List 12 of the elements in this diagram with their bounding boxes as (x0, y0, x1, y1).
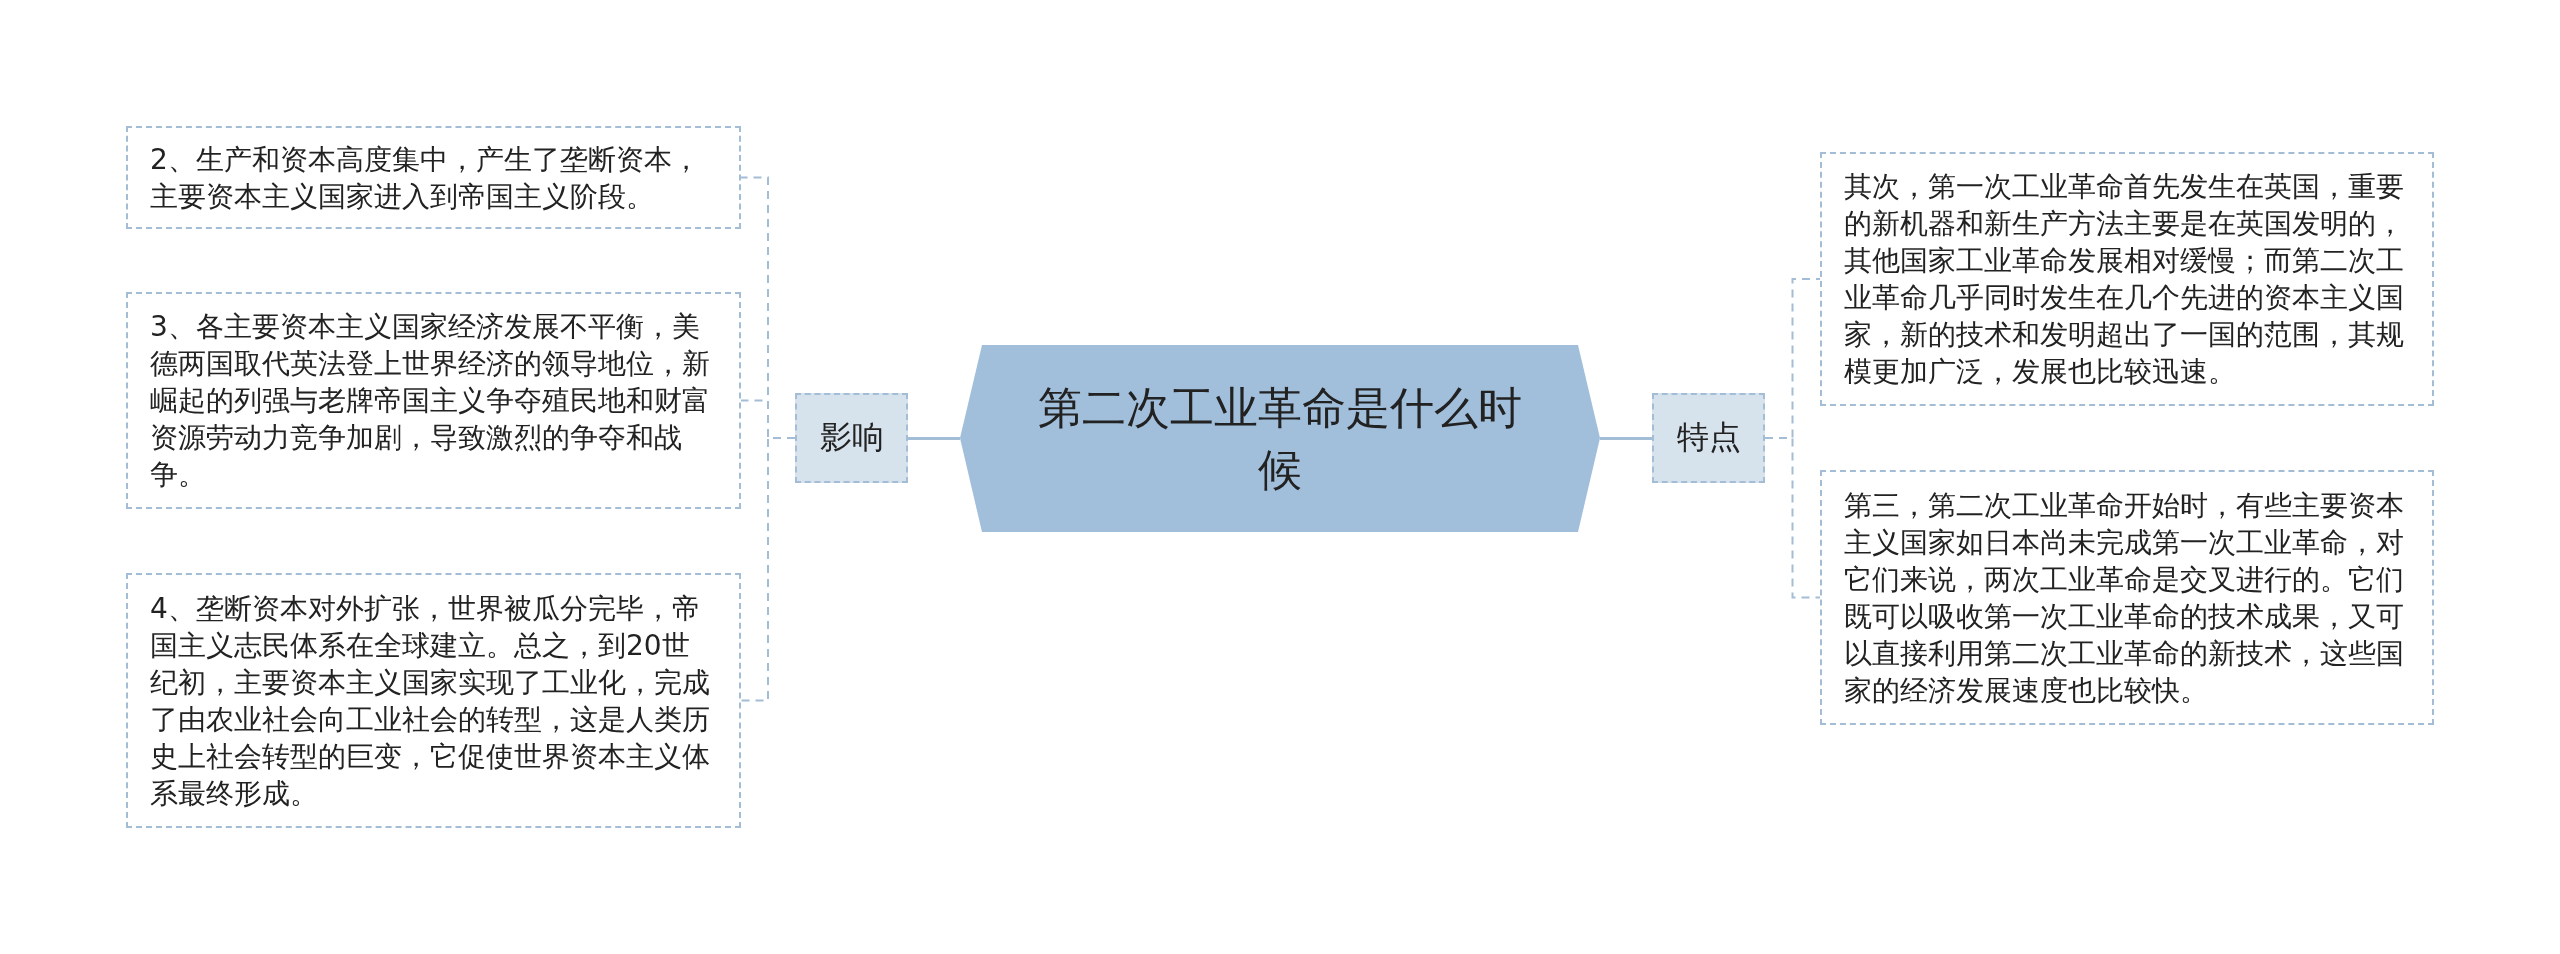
text-box: 4、垄断资本对外扩张，世界被瓜分完毕，帝国主义志民体系在全球建立。总之，到20世纪初，主要资本主义国家实现了工业化，完成了由农业社会向工业社会的转型，这是人类历史上社会转型的巨变，它促使世界资本主义体系最终形成。 (126, 573, 741, 828)
connector-line (908, 437, 960, 440)
text-box: 第三，第二次工业革命开始时，有些主要资本主义国家如日本尚未完成第一次工业革命，对它们来说，两次工业革命是交叉进行的。它们既可以吸收第一次工业革命的技术成果，又可以直接利用第二次工业革命的新技术，这些国家的经济发展速度也比较快。 (1820, 470, 2434, 725)
connector-line (1764, 437, 1821, 599)
text-box: 其次，第一次工业革命首先发生在英国，重要的新机器和新生产方法主要是在英国发明的，其他国家工业革命发展相对缓慢；而第二次工业革命几乎同时发生在几个先进的资本主义国家，新的技术和发明超出了一国的范围，其规模更加广泛，发展也比较迅速。 (1820, 152, 2434, 406)
connector-line (1600, 437, 1652, 440)
text-box: 3、各主要资本主义国家经济发展不平衡，美德两国取代英法登上世界经济的领导地位，新崛起的列强与老牌帝国主义争夺殖民地和财富资源劳动力竞争加剧，导致激烈的争夺和战争。 (126, 292, 741, 509)
text-box: 2、生产和资本高度集中，产生了垄断资本，主要资本主义国家进入到帝国主义阶段。 (126, 126, 741, 229)
connector-line (740, 437, 796, 702)
topic-hexagon: 第二次工业革命是什么时候 (960, 345, 1600, 532)
branch-box: 影响 (795, 393, 908, 483)
branch-box: 特点 (1652, 393, 1765, 483)
